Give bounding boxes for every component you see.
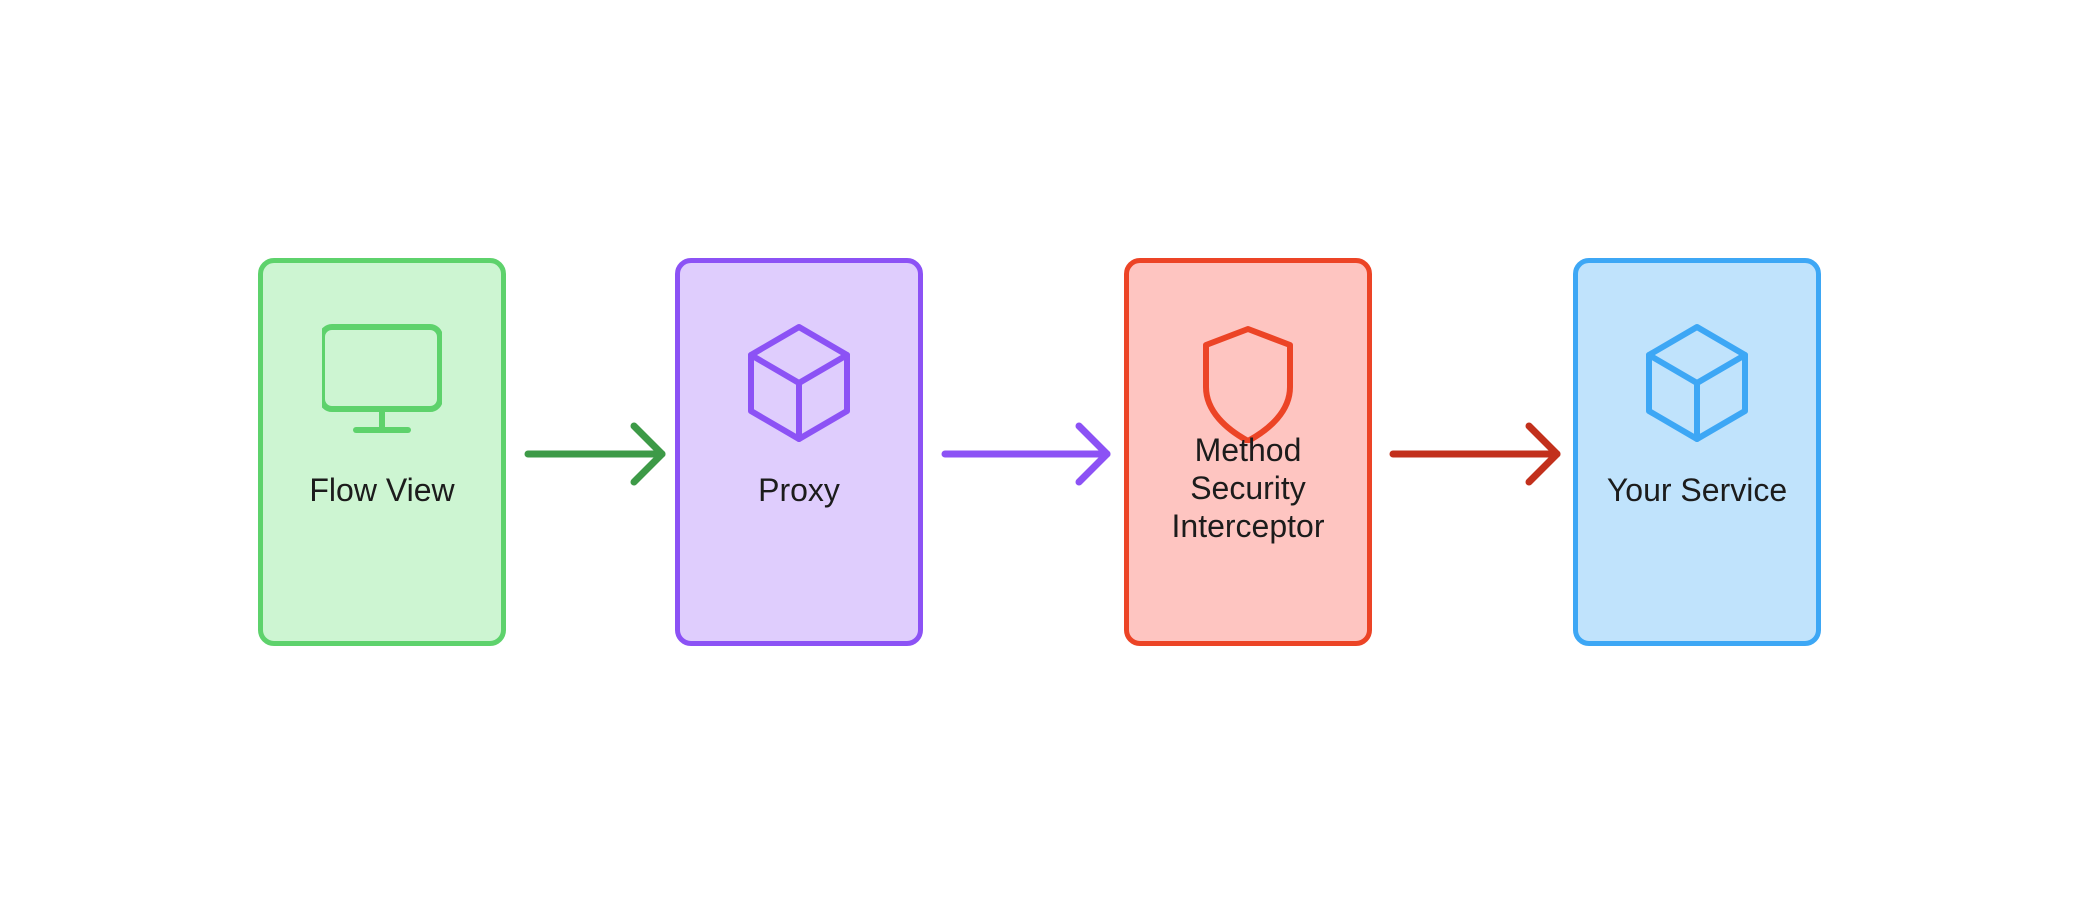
monitor-icon [322, 323, 442, 443]
node-label-your-service: Your Service [1606, 472, 1788, 508]
method-security-interceptor-node: Method Security Interceptor [1124, 258, 1372, 646]
proxy-node: Proxy [675, 258, 923, 646]
arrow-flow-view-to-proxy [524, 412, 672, 486]
shield-icon [1188, 323, 1308, 443]
arrow-interceptor-to-service [1389, 412, 1561, 486]
node-label-proxy: Proxy [758, 472, 840, 508]
arrow-proxy-to-interceptor [941, 412, 1111, 486]
node-label-method-security-interceptor: Method Security Interceptor [1171, 432, 1325, 544]
cube-icon [739, 323, 859, 443]
your-service-node: Your Service [1573, 258, 1821, 646]
node-label-flow-view: Flow View [309, 472, 455, 508]
flow-view-node: Flow View [258, 258, 506, 646]
cube-icon [1637, 323, 1757, 443]
